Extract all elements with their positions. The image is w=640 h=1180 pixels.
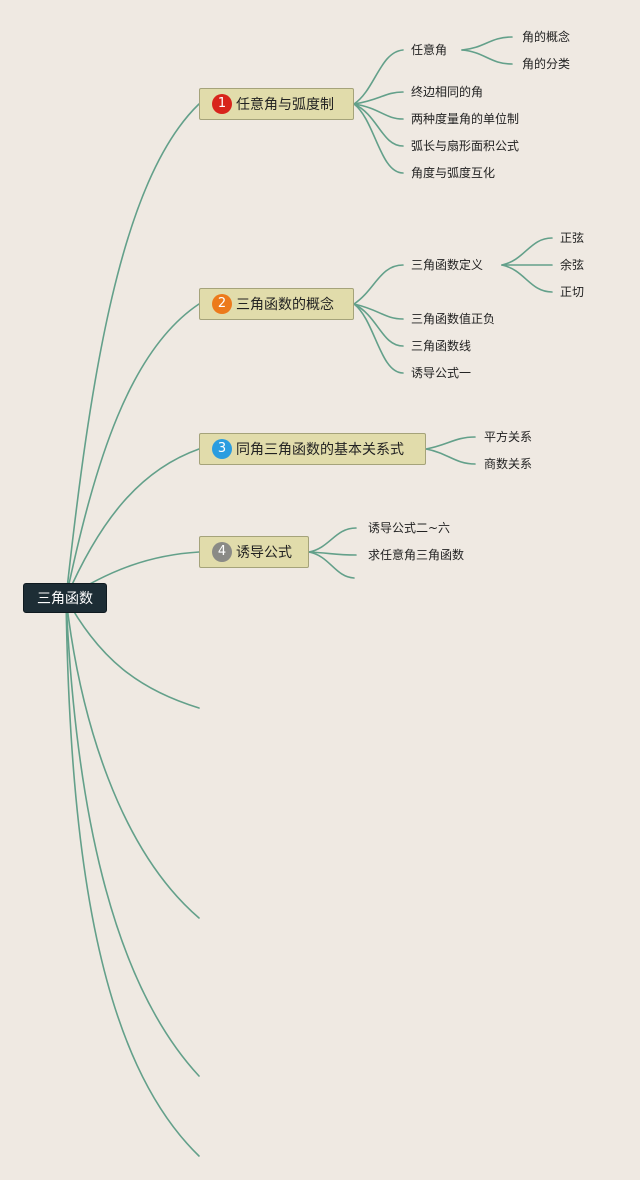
leaf-node[interactable]: 终边相同的角 bbox=[411, 85, 484, 99]
connector-root-empty-3 bbox=[65, 597, 200, 1077]
leaf-node[interactable]: 三角函数值正负 bbox=[411, 312, 496, 326]
leaf-node[interactable]: 商数关系 bbox=[484, 457, 533, 471]
connector-b2-c1-g1 bbox=[501, 237, 553, 266]
leaf-node[interactable]: 角的分类 bbox=[522, 57, 571, 71]
number-badge-icon: 2 bbox=[212, 294, 232, 314]
branch-node-4[interactable]: 4 诱导公式 bbox=[199, 536, 309, 568]
branch-node-3[interactable]: 3 同角三角函数的基本关系式 bbox=[199, 433, 426, 465]
branch-node-2[interactable]: 2 三角函数的概念 bbox=[199, 288, 354, 320]
connector-b2-c4 bbox=[353, 303, 404, 374]
branch-label: 同角三角函数的基本关系式 bbox=[236, 442, 404, 458]
number-badge-icon: 1 bbox=[212, 94, 232, 114]
connector-root-empty-2 bbox=[65, 597, 200, 919]
number-badge-icon: 4 bbox=[212, 542, 232, 562]
leaf-node[interactable]: 任意角 bbox=[411, 43, 448, 57]
connector-b4-c1 bbox=[308, 527, 357, 553]
leaf-node[interactable]: 角的概念 bbox=[522, 30, 571, 44]
leaf-node[interactable]: 三角函数线 bbox=[411, 339, 472, 353]
connector-root-branch-3 bbox=[65, 448, 200, 599]
number-badge-icon: 3 bbox=[212, 439, 232, 459]
connector-b4-c3 bbox=[308, 551, 355, 579]
connector-root-branch-1 bbox=[65, 103, 200, 599]
connector-b1-c2 bbox=[353, 91, 404, 105]
connector-b1-c1 bbox=[353, 49, 404, 105]
connector-b1-c4 bbox=[353, 103, 404, 147]
connector-root-empty-1 bbox=[65, 597, 200, 709]
connector-b1-c5 bbox=[353, 103, 404, 174]
leaf-node[interactable]: 正切 bbox=[560, 285, 585, 299]
branch-label: 任意角与弧度制 bbox=[236, 97, 334, 113]
root-node[interactable]: 三角函数 bbox=[23, 583, 107, 613]
leaf-node[interactable]: 角度与弧度互化 bbox=[411, 166, 496, 180]
branch-node-1[interactable]: 1 任意角与弧度制 bbox=[199, 88, 354, 120]
connector-b4-c2 bbox=[308, 551, 357, 556]
branch-label: 三角函数的概念 bbox=[236, 297, 334, 313]
leaf-node[interactable]: 弧长与扇形面积公式 bbox=[411, 139, 520, 153]
connector-root-empty-4 bbox=[65, 597, 200, 1157]
leaf-node[interactable]: 两种度量角的单位制 bbox=[411, 112, 520, 126]
connector-root-branch-2 bbox=[65, 303, 200, 599]
connector-b2-c3 bbox=[353, 303, 404, 347]
leaf-node[interactable]: 三角函数定义 bbox=[411, 258, 484, 272]
branch-label: 诱导公式 bbox=[236, 545, 292, 561]
connector-b1-c1-g1 bbox=[461, 36, 513, 51]
connector-b1-c1-g2 bbox=[461, 49, 513, 65]
connector-b2-c2 bbox=[353, 303, 404, 320]
leaf-node[interactable]: 平方关系 bbox=[484, 430, 533, 444]
connector-b2-c1 bbox=[353, 264, 404, 305]
leaf-node[interactable]: 正弦 bbox=[560, 231, 585, 245]
leaf-node[interactable]: 诱导公式一 bbox=[411, 366, 472, 380]
leaf-node[interactable]: 诱导公式二~六 bbox=[368, 521, 451, 535]
connector-b3-c1 bbox=[425, 436, 476, 450]
connector-b1-c3 bbox=[353, 103, 404, 120]
connector-b3-c2 bbox=[425, 448, 476, 465]
leaf-node[interactable]: 求任意角三角函数 bbox=[368, 548, 465, 562]
leaf-node[interactable]: 余弦 bbox=[560, 258, 585, 272]
connector-b2-c1-g3 bbox=[501, 264, 553, 293]
